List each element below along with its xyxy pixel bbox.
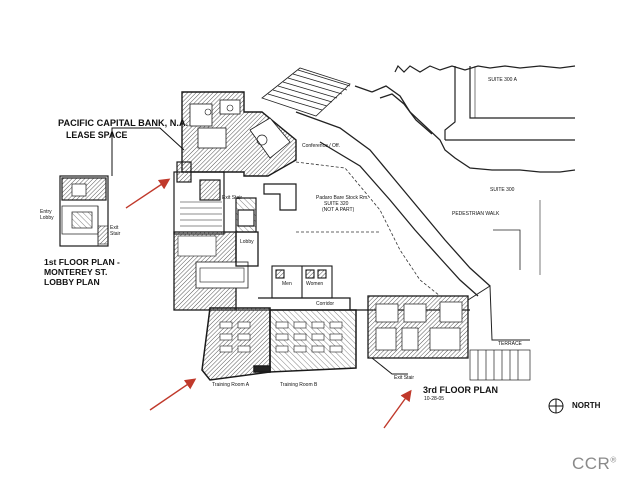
corridor-label: Corridor xyxy=(316,301,335,307)
conference-label: Conference / Off. xyxy=(302,143,340,149)
training-room-a-label: Training Room A xyxy=(212,382,250,388)
first-floor-title: 1st FLOOR PLAN - xyxy=(44,257,120,267)
tenant-title: PACIFIC CAPITAL BANK, N.A. xyxy=(58,118,189,128)
red-arrows xyxy=(125,178,412,429)
lower-right-wing xyxy=(367,295,469,375)
lobby-small-label: Lobby xyxy=(40,215,54,221)
top-stairs xyxy=(261,67,351,117)
suite-300a-label: SUITE 300 A xyxy=(488,77,517,83)
lobby-label: Lobby xyxy=(240,239,254,245)
entry-label: Entry xyxy=(40,209,52,215)
third-floor-title: 3rd FLOOR PLAN xyxy=(423,385,499,395)
suite-320-name: Padaro Bare Stock Rm. xyxy=(316,195,369,201)
left-wing-offices xyxy=(173,231,259,311)
first-floor-subtitle-2: LOBBY PLAN xyxy=(44,277,100,287)
arrow-3 xyxy=(383,389,412,429)
suite-320-boundary xyxy=(295,161,441,297)
restroom-women-label: Women xyxy=(306,281,324,287)
exit-stair-label-2: Exit Stair xyxy=(394,375,415,381)
third-floor-date: 10-28-05 xyxy=(424,396,445,402)
arrow-1 xyxy=(125,178,171,209)
brand-logo: CCR® xyxy=(572,454,617,473)
exit-small-label: Exit xyxy=(110,225,119,231)
label-leader-lines xyxy=(111,127,185,176)
suite-320-number: SUITE 320 xyxy=(324,201,349,207)
terrace-stairs xyxy=(467,285,531,381)
north-arrow-icon xyxy=(548,398,564,414)
training-room-b-label: Training Room B xyxy=(280,382,318,388)
suite-300a-outline xyxy=(394,64,576,141)
exit-stair-label: Exit Stair xyxy=(222,195,243,201)
arrow-2 xyxy=(149,378,197,411)
suite-300-label: SUITE 300 xyxy=(490,187,515,193)
training-rooms xyxy=(201,307,357,381)
upper-lease-space xyxy=(181,91,297,177)
stair-small-label: Stair xyxy=(110,231,121,237)
tenant-subtitle: LEASE SPACE xyxy=(66,130,128,140)
building-core xyxy=(173,161,297,235)
north-label: NORTH xyxy=(572,401,601,410)
terrace-label: TERRACE xyxy=(498,341,522,347)
first-floor-subtitle-1: MONTEREY ST. xyxy=(44,267,108,277)
suite-300-walls xyxy=(295,85,576,297)
first-floor-inset xyxy=(59,175,109,247)
suite-320-not-a-part: (NOT A PART) xyxy=(322,207,355,213)
pedestrian-walk-label: PEDESTRIAN WALK xyxy=(452,211,500,217)
restroom-men-label: Men xyxy=(282,281,292,287)
